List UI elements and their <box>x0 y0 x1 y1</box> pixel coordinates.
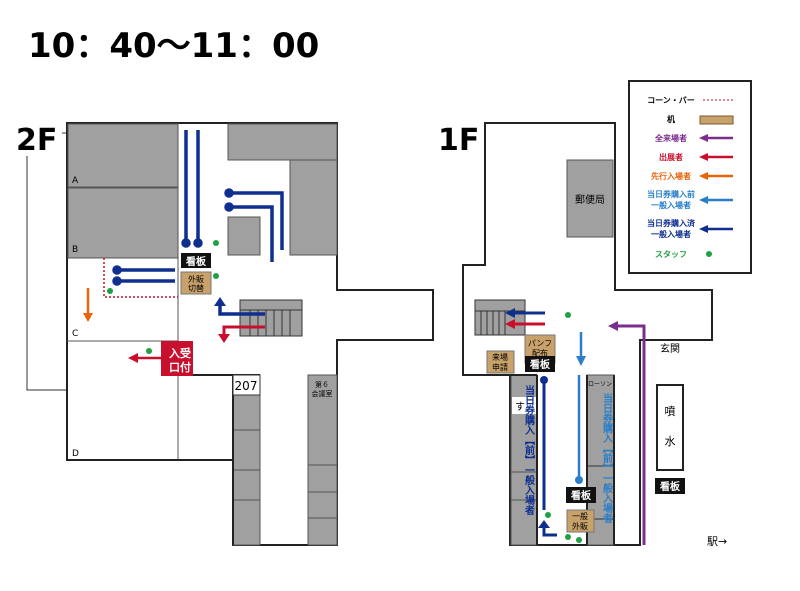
room-207 <box>232 374 261 396</box>
reception-entrance <box>161 341 193 376</box>
sukiya-label: す <box>515 401 525 413</box>
cone-bar <box>103 258 178 298</box>
signboard <box>525 356 555 372</box>
signboard-label: 看板 <box>660 480 681 493</box>
room-top <box>227 123 338 161</box>
legend-label: 先行入場者 <box>651 171 691 181</box>
sales-desk <box>566 509 595 533</box>
room-small <box>227 216 261 256</box>
arrow-up-icon <box>214 297 226 306</box>
staff-markers <box>545 312 582 543</box>
legend-label: スタッフ <box>655 249 687 259</box>
stairs-1f <box>474 299 526 336</box>
reception-label: 付 <box>180 360 191 374</box>
desk-label: 外販 <box>188 274 204 284</box>
arrow-left-icon <box>505 308 515 318</box>
arrow-left-icon <box>505 319 515 329</box>
queue-label: 当日券購入【前】一般入場者 <box>601 392 614 524</box>
signboard-label: 看板 <box>530 358 551 371</box>
desk-label: パンフ <box>528 339 552 348</box>
room-a <box>67 123 179 188</box>
queue-label: 当日券購入【前】一般入場者 <box>523 384 536 516</box>
queue-end <box>540 376 548 384</box>
legend-label: 当日券購入前 <box>647 189 695 199</box>
arrow-left-icon <box>699 225 708 233</box>
legend-label: 机 <box>667 114 675 124</box>
after-queue <box>112 130 284 316</box>
floor-label-2f-backing <box>14 124 62 156</box>
post-office-label: 郵便局 <box>575 193 605 206</box>
floor-1f: 1F 郵便局 す ローソン 当日券購入【前】一般入場者 当日券購入【前】一般入場… <box>438 122 727 548</box>
signboard <box>181 253 211 268</box>
after-path <box>542 526 557 537</box>
floor-label-2f: 2F <box>16 123 57 158</box>
sukiya <box>512 397 536 414</box>
arrow-left-icon <box>699 196 708 204</box>
lawson-label: ローソン <box>588 381 612 388</box>
desk-label: 外販 <box>572 521 588 531</box>
fountain <box>656 384 684 471</box>
stair-steps <box>475 310 525 335</box>
annex-room <box>26 132 68 391</box>
signboard <box>566 487 596 503</box>
signboard-label: 看板 <box>571 489 592 502</box>
arrow-down-icon <box>83 313 93 322</box>
queue-end <box>575 476 583 484</box>
desk-label: 来場 <box>492 352 508 362</box>
legend-label: コーン・バー <box>647 96 695 105</box>
entrance-label: 玄関 <box>660 342 680 355</box>
exhibitor-path <box>222 325 265 336</box>
arrow-up-icon <box>538 520 550 528</box>
floor-label-1f: 1F <box>438 123 479 158</box>
stairs-2f <box>239 299 303 337</box>
legend-label: 当日券購入済 <box>647 218 696 228</box>
post-office <box>566 159 614 238</box>
all-visitors-path <box>618 324 646 545</box>
entrance-label: 口 <box>169 361 180 374</box>
legend-label: 一般入場者 <box>651 200 691 210</box>
room-label: D <box>72 449 79 459</box>
floor-2f: 第６ 会議室 207 A B C D 入 口 受 付 <box>14 122 434 546</box>
room-207-label: 207 <box>235 379 258 393</box>
room-b <box>67 187 179 259</box>
legend-label: 出展者 <box>659 152 683 162</box>
fountain-label: 噴 <box>665 405 676 418</box>
legend: コーン・バー 机 全来場者 出展者 先行入場者 当日券購入前 一般入場者 当日券… <box>628 80 752 274</box>
reception-label: 受 <box>180 346 191 360</box>
arrow-left-icon <box>608 321 618 331</box>
desk-label: 一般 <box>572 511 588 521</box>
room-strip <box>232 374 261 546</box>
room-label: C <box>72 329 78 339</box>
station-label: 駅→ <box>707 535 727 548</box>
legend-label: 全来場者 <box>654 133 687 143</box>
apply-desk <box>486 350 515 374</box>
conf-label: 会議室 <box>312 389 333 398</box>
desk <box>180 271 212 295</box>
desk-label: 配布 <box>532 348 548 358</box>
staff-markers <box>107 240 219 354</box>
room-label: B <box>72 245 78 255</box>
legend-staff-dot <box>706 251 712 257</box>
arrow-left-icon <box>699 172 708 180</box>
legend-desk-swatch <box>699 115 734 125</box>
entrance-label: 入 <box>169 347 180 360</box>
fountain-label: 水 <box>665 435 676 448</box>
arrow-down-icon <box>576 356 586 366</box>
arrow-left-icon <box>699 134 708 142</box>
signboard <box>655 478 685 494</box>
time-title: 10：40～11：00 <box>28 26 319 66</box>
desk-label: 切替 <box>188 283 204 293</box>
arrow-left-icon <box>699 153 708 161</box>
arrow-left-icon <box>128 353 138 363</box>
conference-room-6 <box>307 374 338 546</box>
conf-label: 第６ <box>315 380 329 389</box>
desk-label: 申請 <box>492 362 508 372</box>
signboard-label: 看板 <box>186 255 207 268</box>
room-right <box>289 159 338 256</box>
room-label: A <box>72 176 79 186</box>
legend-label: 一般入場者 <box>651 229 691 239</box>
arrow-down-icon <box>218 334 230 343</box>
